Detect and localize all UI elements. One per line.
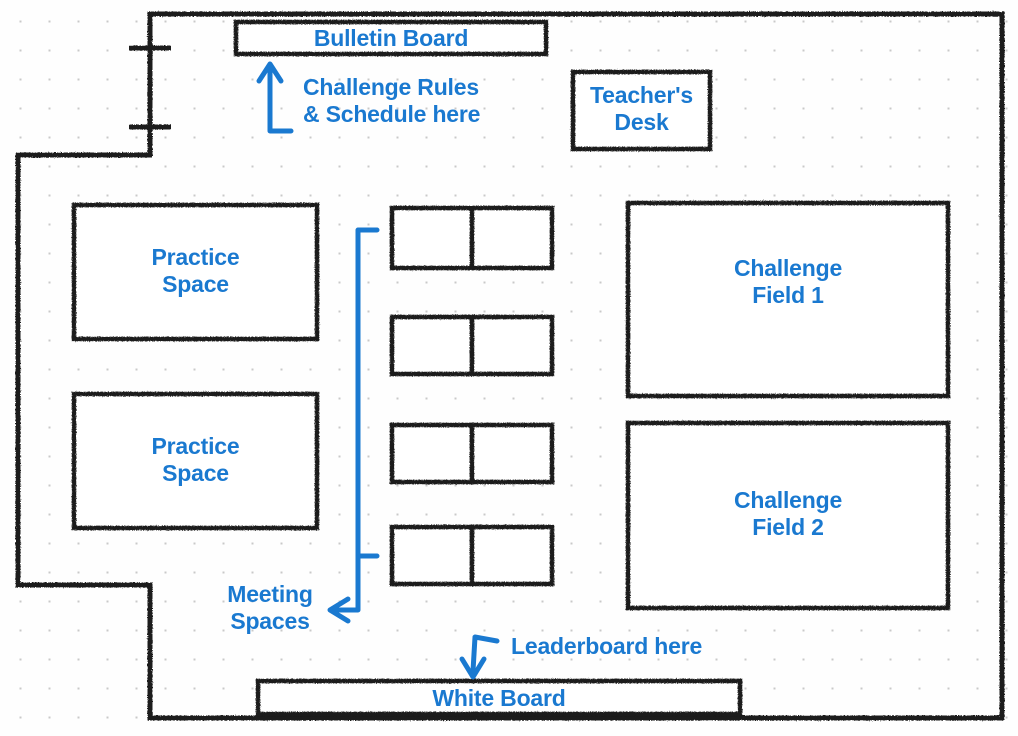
practice-space-2: [71, 391, 320, 531]
challenge-field-2: [625, 420, 951, 611]
meeting-table-pair-2: [389, 314, 555, 377]
challenge-rules-arrow-icon: [256, 61, 294, 134]
meeting-table-pair-3: [389, 422, 555, 485]
meeting-table-pair-4: [389, 524, 555, 587]
challenge-field-1: [625, 200, 951, 399]
bulletin-board: [233, 19, 549, 57]
meeting-spaces-bracket-icon: [327, 227, 380, 624]
room-outer-walls: [15, 11, 1005, 721]
white-board: [255, 678, 743, 717]
practice-space-1: [71, 202, 320, 342]
leaderboard-arrow-icon: [459, 634, 500, 680]
doorway-tick-marks: [128, 45, 172, 130]
meeting-table-pair-1: [389, 205, 555, 271]
teachers-desk: [570, 69, 713, 152]
